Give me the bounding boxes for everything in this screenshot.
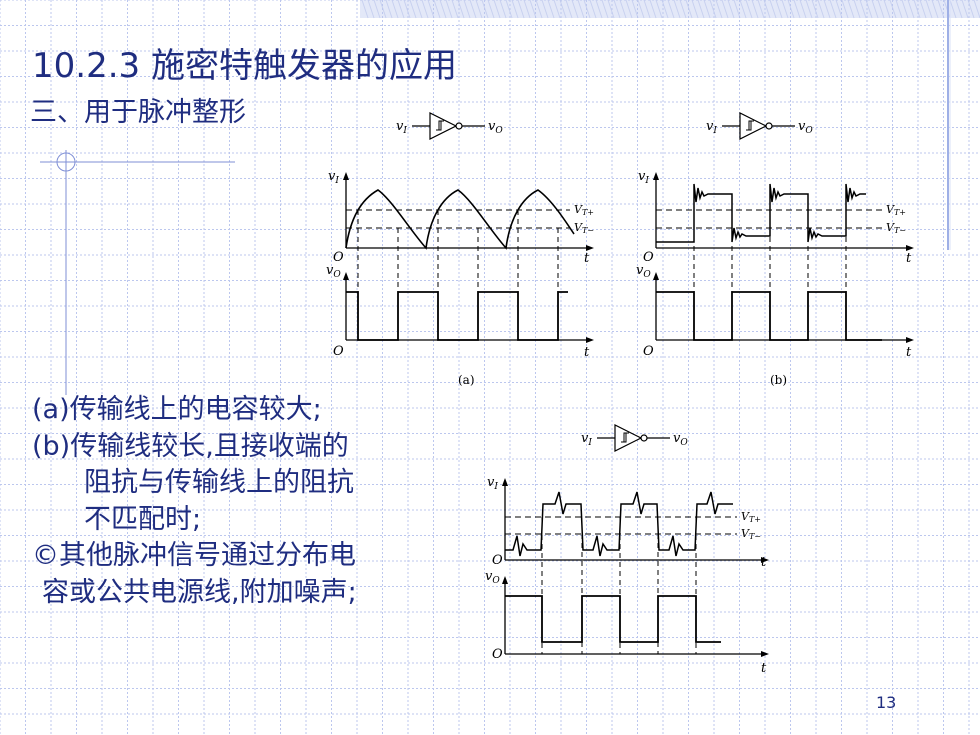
schmitt-inverter-gate: vI vO	[581, 424, 688, 452]
input-waveform-axes: vI O t	[638, 169, 914, 266]
diagram-a-capacitive-line: vI vO vI O t VT+ VT− vO O t	[326, 112, 594, 387]
time-label: t	[761, 555, 767, 570]
description-line-b: (b)传输线较长,且接收端的	[32, 430, 349, 462]
gate-input-label: vI	[396, 119, 407, 136]
diagram-c-noise: vI vO vI O t VT+ VT− vO O t	[485, 424, 769, 676]
output-waveform-a	[346, 291, 568, 341]
transition-guides-a	[357, 210, 559, 340]
input-waveform-b	[656, 183, 866, 243]
vt-plus-label: VT+	[741, 510, 761, 524]
panel-a-label: (a)	[458, 373, 475, 387]
time-label-2: t	[906, 345, 912, 360]
description-line-b-cont: 阻抗与传输线上的阻抗	[84, 467, 354, 498]
gate-input-label: vI	[706, 119, 717, 136]
output-waveform-axes: vO O t	[326, 263, 594, 360]
input-waveform-axes: vI O t	[328, 169, 594, 266]
gate-output-label: vO	[673, 431, 688, 448]
schmitt-inverter-gate: vI vO	[396, 112, 503, 140]
origin-label: O	[643, 250, 654, 265]
description-line-b-cont2: 不匹配时;	[84, 503, 202, 535]
output-waveform-axes: vO O t	[485, 569, 769, 676]
origin-label-2: O	[643, 344, 654, 359]
origin-label-2: O	[333, 344, 344, 359]
vo-axis-label: vO	[326, 263, 341, 280]
slide-title: 10.2.3 施密特触发器的应用	[32, 46, 457, 86]
time-label-2: t	[584, 345, 590, 360]
output-waveform-b	[656, 291, 882, 341]
vi-axis-label: vI	[638, 169, 649, 186]
description-line-c: ©其他脉冲信号通过分布电	[32, 540, 356, 571]
origin-label: O	[333, 250, 344, 265]
gate-output-label: vO	[798, 119, 813, 136]
vi-axis-label: vI	[487, 475, 498, 492]
slide-subtitle: 三、用于脉冲整形	[30, 97, 246, 128]
input-waveform-a	[345, 189, 575, 250]
description-line-c-cont: 容或公共电源线,附加噪声;	[42, 576, 357, 608]
vt-minus-label: VT−	[741, 527, 761, 541]
gate-output-label: vO	[488, 119, 503, 136]
vo-axis-label: vO	[485, 569, 500, 586]
time-label: t	[906, 251, 912, 266]
vt-plus-label: VT+	[886, 203, 906, 217]
description-line-a: (a)传输线上的电容较大;	[32, 394, 322, 425]
description-list: (a)传输线上的电容较大; (b)传输线较长,且接收端的 阻抗与传输线上的阻抗 …	[32, 392, 357, 611]
input-waveform-c	[505, 491, 733, 557]
schmitt-inverter-gate: vI vO	[706, 112, 813, 140]
vt-plus-label: VT+	[574, 203, 594, 217]
page-number: 13	[876, 693, 897, 712]
panel-b-label: (b)	[770, 373, 787, 387]
time-label-2: t	[761, 661, 767, 676]
diagram-b-impedance-mismatch: vI vO vI O t VT+ VT− vO O t (b)	[636, 112, 914, 387]
output-waveform-axes: vO O t	[636, 263, 914, 360]
vt-minus-label: VT−	[886, 221, 906, 235]
gate-input-label: vI	[581, 431, 592, 448]
vo-axis-label: vO	[636, 263, 651, 280]
vi-axis-label: vI	[328, 169, 339, 186]
vt-minus-label: VT−	[574, 221, 594, 235]
time-label: t	[584, 251, 590, 266]
origin-label: O	[492, 553, 503, 568]
origin-label-2: O	[492, 647, 503, 662]
input-waveform-axes: vI O t	[487, 475, 769, 570]
output-waveform-c	[505, 595, 721, 643]
